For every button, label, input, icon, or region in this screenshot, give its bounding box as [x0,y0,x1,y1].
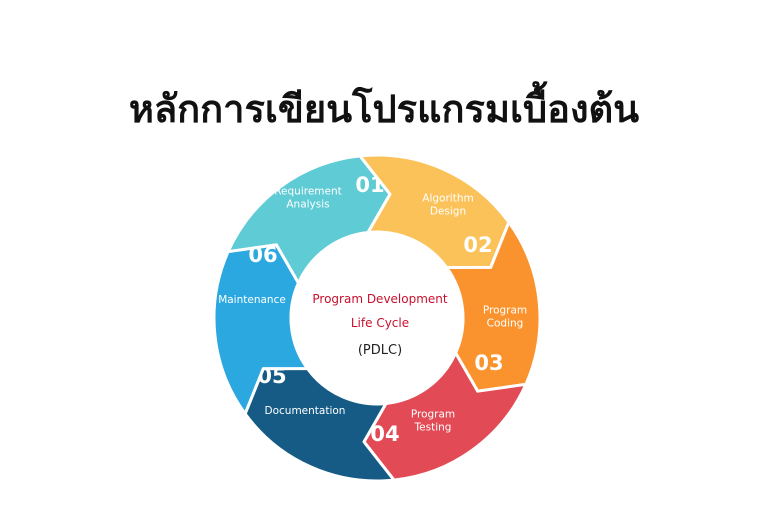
segment-number: 06 [248,243,277,267]
center-circle [291,232,463,404]
segment-number: 02 [463,233,492,257]
segment-number: 04 [370,422,399,446]
segment-label-line: Documentation [265,405,346,417]
center-title-line2: Life Cycle [351,316,409,330]
center-abbreviation: (PDLC) [358,343,402,358]
segment-label-line: Requirement [274,186,342,198]
segment-label-line: Design [430,206,466,218]
segment-label-line: Maintenance [218,294,286,306]
center-title-line1: Program Development [312,292,448,306]
segment-label-line: Analysis [286,199,329,211]
page-title: หลักการเขียนโปรแกรมเบื้องต้น [128,86,640,131]
segment-label-line: Program [483,305,527,317]
cycle-center: Program Development Life Cycle (PDLC) [291,232,463,404]
segment-label-line: Testing [414,422,452,434]
segment-label-line: Algorithm [422,193,473,205]
segment-number: 03 [474,351,503,375]
segment-label-line: Program [411,409,455,421]
segment-label-line: Coding [487,318,524,330]
